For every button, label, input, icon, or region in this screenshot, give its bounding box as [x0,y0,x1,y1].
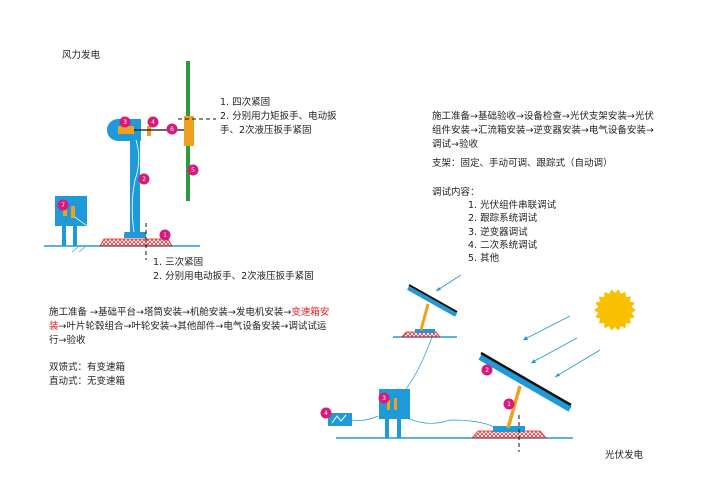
solar-title: 光伏发电 [605,450,644,461]
wind-badge-5: 5 [187,164,199,176]
solar-badge-1: 1 [503,398,515,410]
hub [184,116,194,146]
wind-type-2: 直动式：无变速箱 [49,376,126,387]
solar-debug-item: 2. 跟踪系统调试 [468,213,538,224]
wind-process-line3: 行→验收 [49,335,86,346]
svg-text:1: 1 [163,232,167,239]
svg-text:7: 7 [61,202,65,209]
solar-badge-2: 2 [481,364,493,376]
svg-text:4: 4 [151,119,155,126]
wind-top-note-2: 2. 分别用力矩扳手、电动扳 [220,111,337,122]
svg-text:3: 3 [123,119,127,126]
svg-text:1: 1 [507,401,511,408]
foundation [99,238,173,247]
solar-badge-4: 4 [320,407,332,419]
solar-debug-item: 5. 其他 [468,253,500,264]
solar-process-3: 调试→验收 [432,139,478,150]
wind-type-1: 双馈式：有变速箱 [49,362,126,373]
svg-text:4: 4 [324,410,328,417]
wind-top-note-1: 1. 四次紧固 [220,97,271,108]
svg-text:5: 5 [191,167,195,174]
wind-process-line2: 装→叶片轮毂组合→叶轮安装→其他部件→电气设备安装→调试试运 [49,321,327,332]
solar-debug-item: 3. 逆变器调试 [468,227,528,238]
wind-badge-1: 1 [159,229,171,241]
wind-bottom-note-2: 2. 分别用电动扳手、2次液压扳手紧固 [153,271,314,282]
wind-badge-3: 3 [119,116,131,128]
solar-debug-item: 1. 光伏组件串联调试 [468,200,557,211]
wind-process-line1: 施工准备 →基础平台→塔筒安装→机舱安装→发电机安装→变速箱安 [49,307,330,318]
wind-badge-7: 7 [57,199,69,211]
wind-badge-4: 4 [147,116,159,128]
solar-debug-item: 4. 二次系统调试 [468,240,538,251]
tower [130,138,140,238]
wind-badge-2: 2 [138,173,150,185]
solar-panel [478,354,572,412]
solar-process-2: 组件安装→汇流箱安装→逆变器安装→电气设备安装→ [432,125,654,136]
solar-bracket: 支架：固定、手动可调、跟踪式（自动调） [432,158,613,169]
svg-text:6: 6 [170,126,174,133]
solar-badge-3: 3 [378,392,390,404]
wind-top-note-3: 手、2次液压扳手紧固 [220,125,312,136]
solar-diagram [328,274,636,452]
solar-debug-title: 调试内容： [432,187,480,198]
wind-badge-6: 6 [166,123,178,135]
wind-turbine-diagram [44,61,216,260]
solar-process-1: 施工准备→基础验收→设备检查→光伏支架安装→光伏 [432,111,654,122]
sunlight-arrows [435,274,601,378]
wind-bottom-note-1: 1. 三次紧固 [153,257,204,268]
svg-text:2: 2 [142,176,146,183]
wind-title: 风力发电 [62,50,101,61]
sun-icon [594,289,636,331]
svg-text:2: 2 [485,367,489,374]
svg-text:3: 3 [382,395,386,402]
